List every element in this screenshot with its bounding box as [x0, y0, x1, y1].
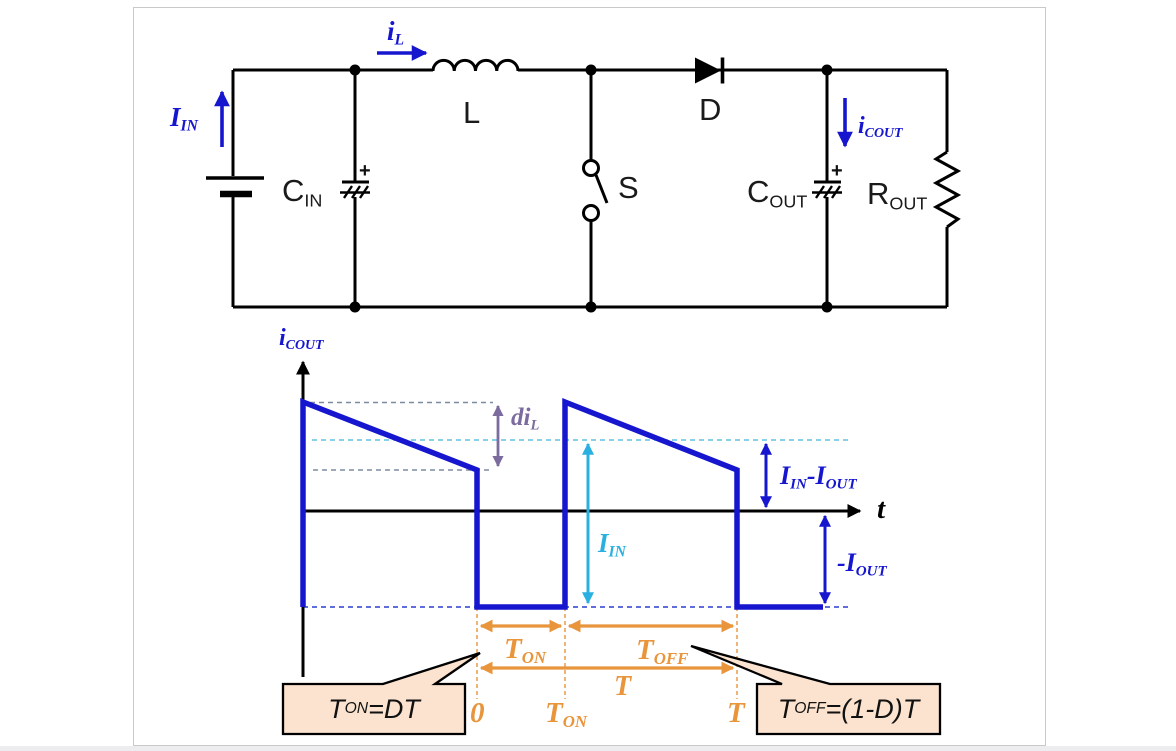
switch-top-contact — [582, 159, 600, 177]
il-current-label: iL — [387, 16, 405, 49]
inductor-symbol — [431, 58, 520, 72]
icout-waveform-trace — [300, 397, 823, 610]
tick-t-label: T — [727, 697, 745, 729]
inductor-coil — [431, 58, 520, 72]
circuit-current-arrows — [214, 45, 853, 148]
tick-ton-label: TON — [545, 697, 588, 732]
switch-label: S — [618, 170, 639, 205]
graph-x-axis-label: t — [877, 493, 886, 525]
cin-plus-sign: + — [359, 160, 371, 182]
resistor-zigzag — [932, 150, 962, 229]
ton-callout-shape — [281, 651, 481, 736]
toff-callout-shape — [690, 644, 942, 736]
switch-bottom-contact — [582, 204, 600, 222]
diode-anode-triangle — [695, 57, 721, 84]
reference-dashed-lines — [303, 401, 850, 699]
toff-interval-label: TOFF — [636, 634, 689, 669]
load-resistor-symbol — [932, 150, 962, 229]
output-capacitor-symbol — [812, 180, 842, 199]
tick-zero-label: 0 — [470, 697, 485, 729]
icout-current-label: iCOUT — [858, 113, 903, 142]
inductor-label: L — [463, 95, 481, 130]
neg-iout-label: -IOUT — [837, 548, 887, 580]
battery-symbol — [206, 176, 264, 198]
node-dot — [585, 64, 597, 76]
diode-symbol — [695, 57, 725, 84]
cout-label: COUT — [747, 174, 808, 212]
junction-dots — [349, 64, 833, 313]
measure-arrows — [479, 404, 831, 675]
cin-label: CIN — [282, 173, 323, 211]
period-label: T — [614, 671, 632, 702]
node-dot — [585, 301, 597, 313]
dil-ripple-label: diL — [511, 404, 540, 434]
switch-symbol — [582, 159, 609, 222]
ton-interval-label: TON — [504, 633, 547, 668]
iin-minus-iout-label: IIN-IOUT — [780, 461, 857, 493]
cout-hatch — [815, 185, 841, 199]
iin-current-label: IIN — [170, 102, 198, 135]
rout-label: ROUT — [867, 176, 928, 214]
iin-measure-label: IIN — [598, 528, 626, 561]
graph-y-axis-label: iCOUT — [279, 325, 324, 354]
node-dot — [821, 301, 833, 313]
callout-shapes — [281, 644, 942, 736]
cout-plus-sign: + — [831, 160, 843, 182]
node-dot — [349, 64, 361, 76]
diode-label: D — [699, 92, 722, 127]
cin-hatch — [343, 185, 369, 199]
slide-edge — [0, 746, 1176, 751]
input-capacitor-symbol — [340, 180, 370, 199]
circuit-wires — [231, 68, 949, 309]
node-dot — [349, 301, 361, 313]
switch-blade — [594, 174, 609, 204]
node-dot — [821, 64, 833, 76]
